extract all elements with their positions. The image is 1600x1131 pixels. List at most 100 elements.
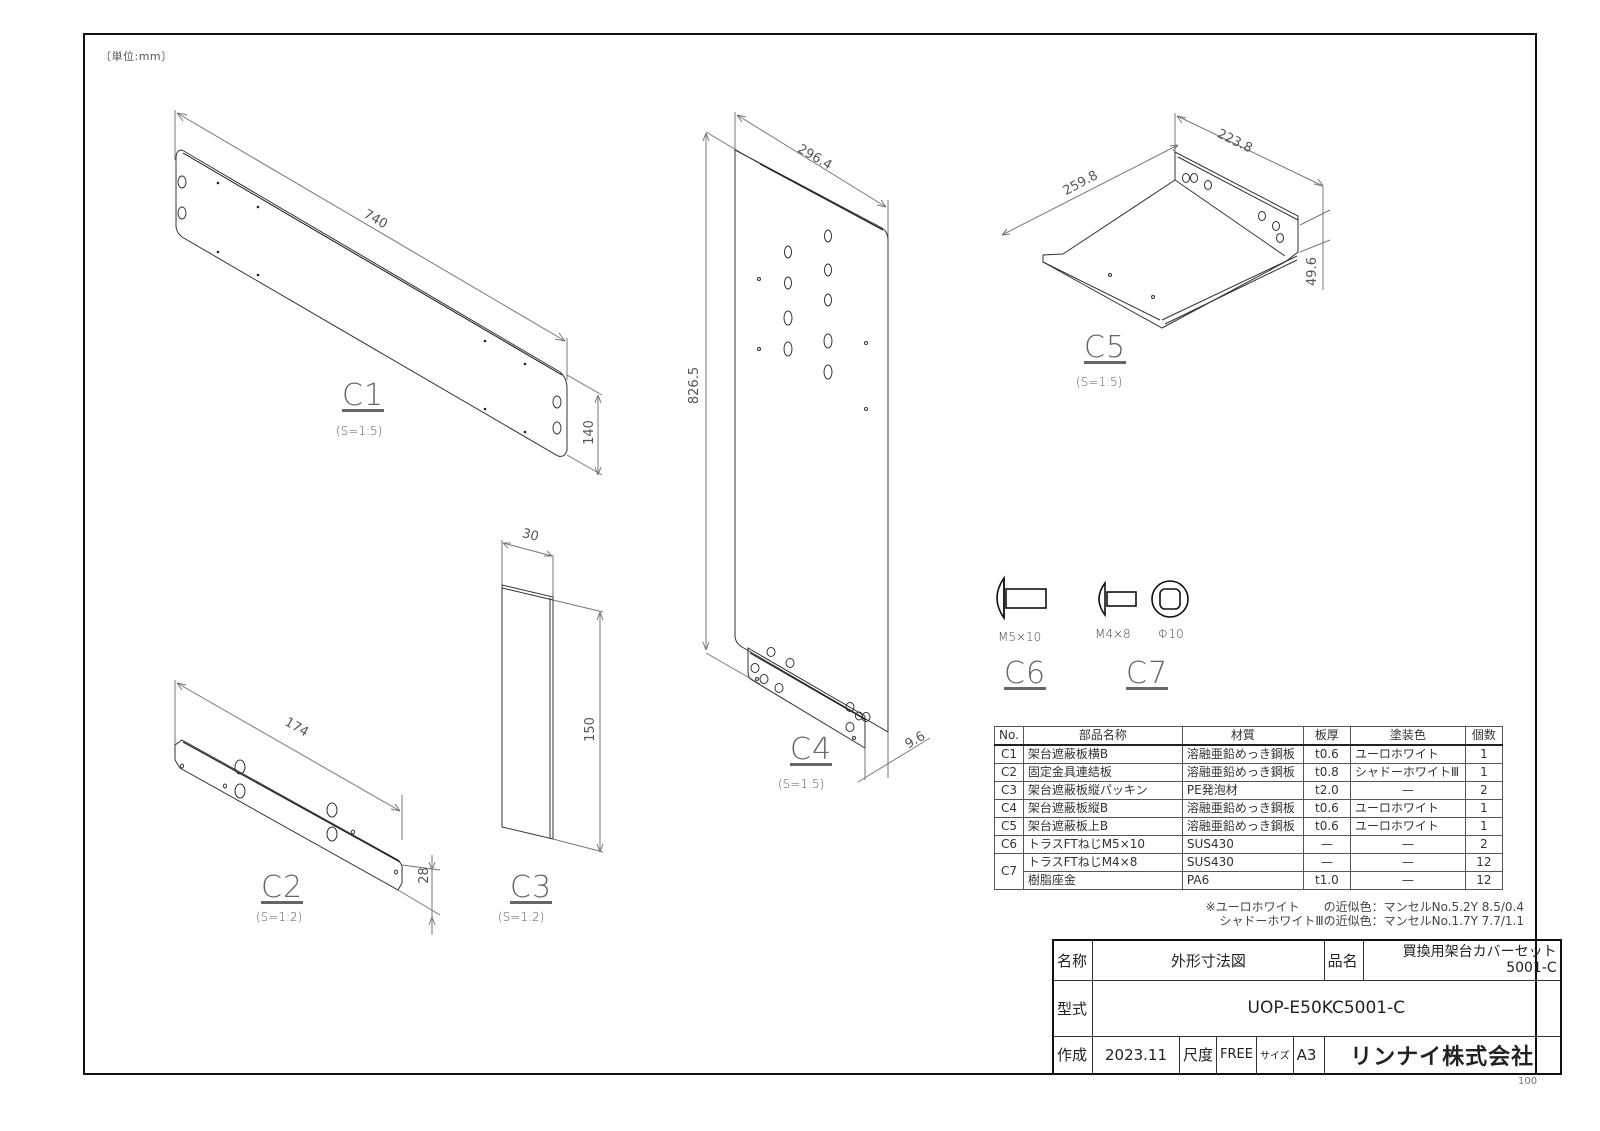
row-name: 架台遮蔽板横B <box>1022 744 1183 764</box>
row-thickness: t0.8 <box>1302 763 1351 782</box>
row-no: C1 <box>994 744 1024 764</box>
c1-height-dim: 140 <box>581 420 597 445</box>
row-thickness: t0.6 <box>1302 817 1351 836</box>
c7-screw-spec: M4×8 <box>1095 627 1131 641</box>
c3-drawing <box>501 540 604 853</box>
row-thickness: t1.0 <box>1302 871 1351 890</box>
c1-label: C1 <box>342 378 385 413</box>
c2-height-dim: 28 <box>416 867 432 884</box>
scale-label: 尺度 <box>1178 1035 1218 1075</box>
c3-scale: (S=1:2) <box>498 910 545 924</box>
row-thickness: t0.6 <box>1302 799 1351 818</box>
table-row: C3 架台遮蔽板縦パッキン PE発泡材 t2.0 — 2 <box>994 781 1503 800</box>
row-name: 架台遮蔽板縦パッキン <box>1022 781 1183 800</box>
table-row: C1 架台遮蔽板横B 溶融亜鉛めっき鋼板 t0.6 ユーロホワイト 1 <box>994 744 1503 764</box>
header-paint-color: 塗装色 <box>1349 726 1466 746</box>
c1-scale: (S=1:5) <box>336 424 383 438</box>
row-color: — <box>1349 853 1466 872</box>
c2-label: C2 <box>261 870 304 905</box>
header-quantity: 個数 <box>1464 726 1503 746</box>
row-thickness: — <box>1302 853 1351 872</box>
c6-label: C6 <box>1004 656 1047 691</box>
row-name: 固定金具連結板 <box>1022 763 1183 782</box>
c2-scale: (S=1:2) <box>256 910 303 924</box>
c4-drawing <box>702 112 931 783</box>
row-thickness: t2.0 <box>1302 781 1351 800</box>
model-number: UOP-E50KC5001-C <box>1091 979 1562 1037</box>
scale-value: FREE <box>1216 1035 1257 1075</box>
c2-drawing <box>174 680 441 935</box>
row-name: トラスFTねじM4×8 <box>1022 853 1183 872</box>
size-value: A3 <box>1292 1035 1325 1075</box>
name-label: 名称 <box>1052 939 1093 981</box>
created-label: 作成 <box>1052 1035 1093 1075</box>
header-part-name: 部品名称 <box>1022 726 1183 746</box>
size-label: サイズ <box>1255 1035 1294 1075</box>
row-qty: 1 <box>1464 763 1503 782</box>
header-thickness: 板厚 <box>1302 726 1351 746</box>
row-material: 溶融亜鉛めっき鋼板 <box>1181 817 1304 836</box>
c4-height-dim: 826.5 <box>687 366 703 405</box>
parts-table-header: No. 部品名称 材質 板厚 塗装色 個数 <box>994 726 1503 746</box>
c5-height-dim: 49.6 <box>1304 257 1320 286</box>
header-no: No. <box>994 726 1024 746</box>
row-name: 樹脂座金 <box>1022 871 1183 890</box>
unit-note: 〔単位:mm〕 <box>100 50 173 63</box>
row-color: ユーロホワイト <box>1349 817 1466 836</box>
table-row: C7 トラスFTねじM4×8 SUS430 — — 12 <box>994 853 1503 890</box>
c5-drawing <box>1001 113 1331 329</box>
drawing-frame <box>83 33 1537 1075</box>
row-qty: 1 <box>1464 799 1503 818</box>
parts-table: No. 部品名称 材質 板厚 塗装色 個数 C1 架台遮蔽板横B 溶融亜鉛めっき… <box>994 726 1503 890</box>
product-name-line2: 5001-C <box>1506 960 1557 977</box>
product-label: 品名 <box>1323 939 1364 981</box>
created-date: 2023.11 <box>1092 1035 1180 1075</box>
c3-label: C3 <box>510 870 553 905</box>
c5-label: C5 <box>1084 330 1127 365</box>
row-no: C6 <box>994 835 1024 854</box>
row-qty: 12 <box>1464 853 1503 872</box>
model-label: 型式 <box>1052 979 1093 1037</box>
row-name: 架台遮蔽板縦B <box>1022 799 1183 818</box>
c4-label: C4 <box>790 732 833 767</box>
row-material: PA6 <box>1181 871 1304 890</box>
c7-washer-spec: Φ10 <box>1158 627 1184 641</box>
row-qty: 2 <box>1464 835 1503 854</box>
c7-drawing <box>1098 580 1189 618</box>
product-name: 買換用架台カバーセット 5001-C <box>1362 939 1562 981</box>
row-no: C2 <box>994 763 1024 782</box>
header-material: 材質 <box>1181 726 1304 746</box>
row-color: — <box>1349 871 1466 890</box>
c7-label: C7 <box>1126 656 1169 691</box>
row-color: — <box>1349 781 1466 800</box>
row-color: シャドーホワイトⅢ <box>1349 763 1466 782</box>
row-color: ユーロホワイト <box>1349 744 1466 764</box>
row-name: トラスFTねじM5×10 <box>1022 835 1183 854</box>
c3-height-dim: 150 <box>582 717 598 742</box>
row-thickness: t0.6 <box>1302 744 1351 764</box>
row-material: SUS430 <box>1181 853 1304 872</box>
drawing-name: 外形寸法図 <box>1092 939 1325 981</box>
row-color: ユーロホワイト <box>1349 799 1466 818</box>
row-thickness: — <box>1302 835 1351 854</box>
table-row: C5 架台遮蔽板上B 溶融亜鉛めっき鋼板 t0.6 ユーロホワイト 1 <box>994 817 1503 836</box>
row-material: 溶融亜鉛めっき鋼板 <box>1181 744 1304 764</box>
c6-drawing <box>996 575 1047 621</box>
row-qty: 2 <box>1464 781 1503 800</box>
row-name: 架台遮蔽板上B <box>1022 817 1183 836</box>
table-row: 樹脂座金 PA6 t1.0 — 12 <box>995 871 1503 890</box>
row-material: 溶融亜鉛めっき鋼板 <box>1181 763 1304 782</box>
row-no: C7 <box>994 853 1024 890</box>
row-no: C5 <box>994 817 1024 836</box>
row-material: PE発泡材 <box>1181 781 1304 800</box>
color-note-euro-white: ※ユーロホワイト の近似色：マンセルNo.5.2Y 8.5/0.4 <box>1205 900 1524 914</box>
c5-scale: (S=1:5) <box>1076 375 1123 389</box>
row-material: SUS430 <box>1181 835 1304 854</box>
table-row: C4 架台遮蔽板縦B 溶融亜鉛めっき鋼板 t0.6 ユーロホワイト 1 <box>994 799 1503 818</box>
c4-scale: (S=1:5) <box>778 777 825 791</box>
c1-drawing <box>174 110 603 476</box>
color-notes: ※ユーロホワイト の近似色：マンセルNo.5.2Y 8.5/0.4 シャドーホワ… <box>1206 900 1524 928</box>
table-row: C6 トラスFTねじM5×10 SUS430 — — 2 <box>994 835 1503 854</box>
row-no: C3 <box>994 781 1024 800</box>
